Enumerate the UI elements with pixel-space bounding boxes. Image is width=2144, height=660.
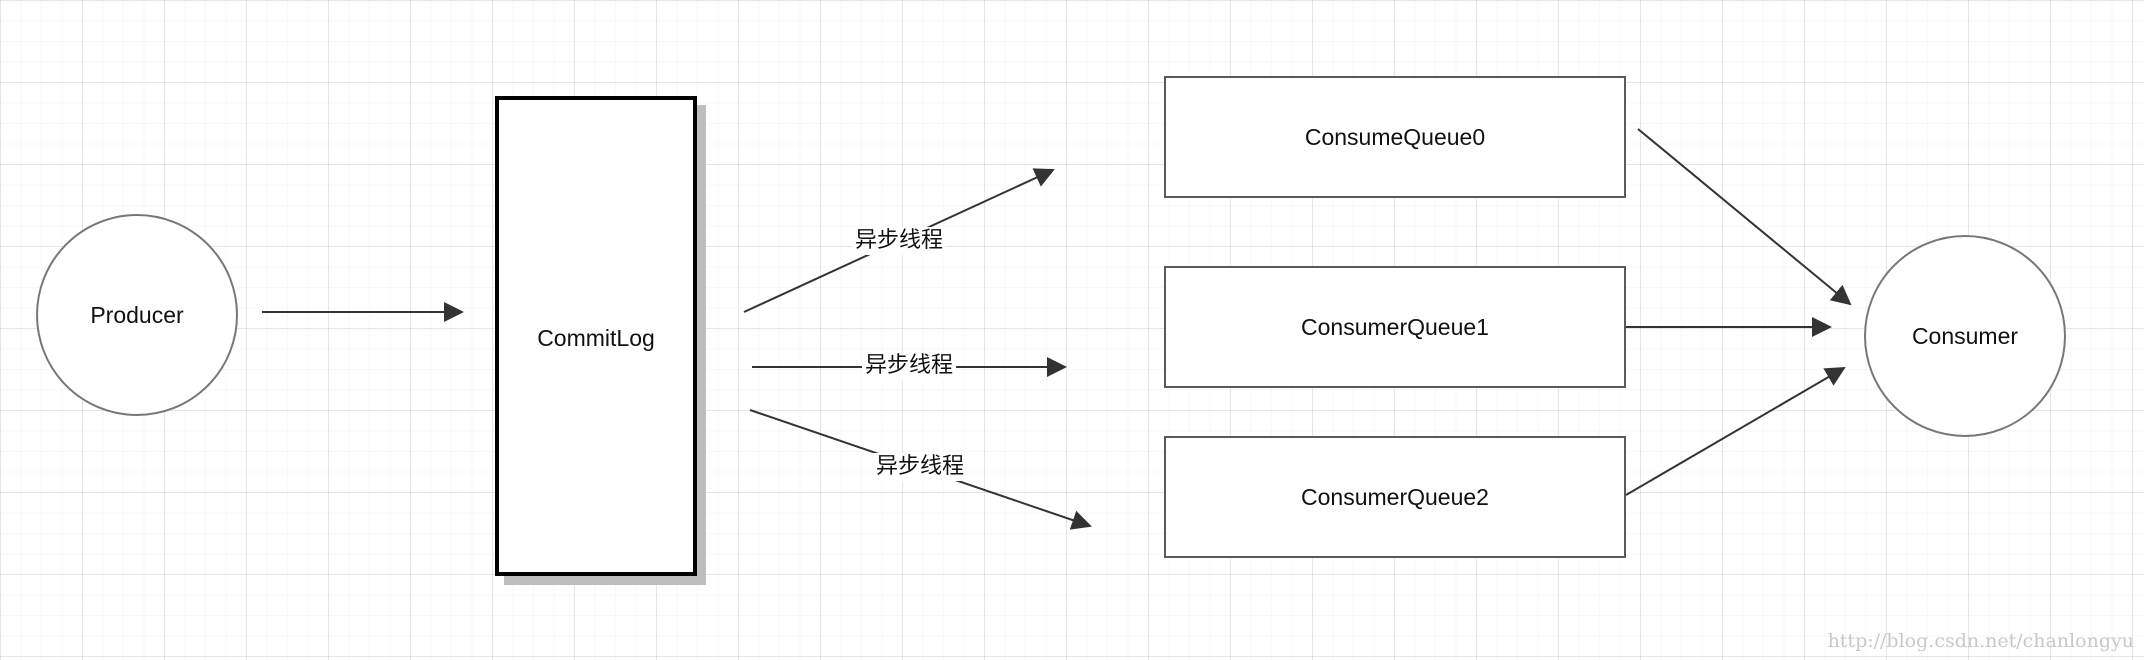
edge-label-async-middle: 异步线程 <box>862 352 957 380</box>
watermark-url: http://blog.csdn.net/chanlongyu <box>1827 630 2134 652</box>
consumer-node[interactable]: Consumer <box>1864 235 2066 437</box>
consumer-queue-1-node[interactable]: ConsumerQueue1 <box>1164 266 1626 388</box>
consume-queue-0-label: ConsumeQueue0 <box>1304 123 1486 150</box>
consumer-label: Consumer <box>1911 322 2019 349</box>
edge-label-async-bottom: 异步线程 <box>873 453 968 481</box>
arrow-consumerqueue2-to-consumer <box>1625 366 1846 496</box>
edge-label-async-top: 异步线程 <box>852 227 947 255</box>
producer-label: Producer <box>90 301 184 328</box>
consume-queue-0-node[interactable]: ConsumeQueue0 <box>1164 76 1626 198</box>
consumer-queue-2-node[interactable]: ConsumerQueue2 <box>1164 436 1626 558</box>
arrow-consumequeue0-to-consumer <box>1637 128 1852 306</box>
commitlog-label: CommitLog <box>537 324 655 351</box>
commitlog-node[interactable]: CommitLog <box>495 96 697 576</box>
producer-node[interactable]: Producer <box>36 214 238 416</box>
consumer-queue-2-label: ConsumerQueue2 <box>1301 483 1489 510</box>
consumer-queue-1-label: ConsumerQueue1 <box>1301 313 1489 340</box>
